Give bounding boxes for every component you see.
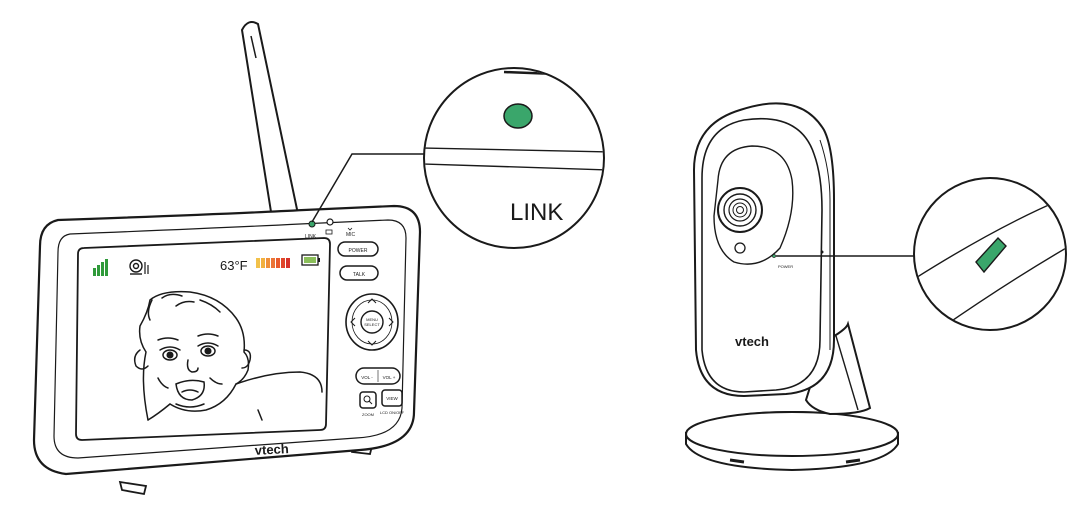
camera-small-label: POWER — [778, 264, 793, 269]
callout-link-label: LINK — [510, 199, 563, 226]
talk-button-label: TALK — [353, 272, 366, 278]
mic-hole — [326, 218, 334, 226]
power-button-label: POWER — [349, 248, 368, 254]
magnifier-icon — [363, 395, 373, 405]
right-arrow-icon[interactable] — [388, 317, 394, 327]
camera-lens — [717, 187, 763, 233]
temperature-gradient-bar — [256, 258, 290, 268]
small-arrow-icon — [347, 227, 353, 231]
volume-rocker[interactable]: VOL - VOL + — [355, 367, 401, 385]
zoom-caption: ZOOM — [362, 412, 374, 417]
menu-select-button[interactable]: MENU SELECT — [360, 310, 384, 334]
mic-indicator-label: MIC — [346, 232, 356, 238]
callout-circle — [423, 67, 605, 249]
camera-unit: POWER vtech — [685, 102, 899, 472]
menu-select-label-bottom: SELECT — [364, 322, 380, 327]
antenna — [240, 21, 300, 220]
up-arrow-icon[interactable] — [367, 298, 377, 304]
camera-side-dot — [820, 250, 824, 254]
callout-leader-line — [311, 153, 428, 223]
unit-foot-left — [118, 480, 148, 496]
camera-icon — [129, 259, 149, 275]
camera-indicator-icon — [325, 229, 333, 235]
down-arrow-icon[interactable] — [367, 340, 377, 346]
camera-light-sensor — [734, 242, 746, 254]
camera-face-plate — [713, 145, 794, 265]
menu-select-label-top: MENU — [366, 317, 378, 322]
zoom-button[interactable] — [359, 391, 377, 409]
unit-body-inner-edge — [53, 219, 407, 459]
left-arrow-icon[interactable] — [350, 317, 356, 327]
battery-icon — [301, 254, 320, 266]
power-button[interactable]: POWER — [337, 241, 379, 257]
screen: 63°F — [75, 237, 331, 441]
link-callout: LINK — [311, 67, 605, 249]
signal-bars-icon — [93, 259, 108, 276]
volume-up-label[interactable]: VOL + — [383, 375, 396, 380]
view-button[interactable]: VIEW — [381, 389, 403, 407]
camera-brand-logo: vtech — [735, 334, 769, 349]
camera-power-callout — [776, 177, 1067, 331]
parent-unit: 63°F — [32, 21, 422, 496]
talk-button[interactable]: TALK — [339, 265, 379, 281]
volume-down-label[interactable]: VOL - — [361, 375, 373, 380]
camera-stand — [804, 320, 872, 416]
parent-unit-brand-logo: vtech — [254, 441, 289, 458]
camera-power-led-enlarged — [975, 236, 1007, 274]
link-indicator-label: LINK — [305, 234, 317, 240]
temperature-readout: 63°F — [220, 258, 248, 273]
baby-illustration — [133, 290, 323, 421]
link-led-enlarged — [503, 103, 533, 129]
lcd-caption: LCD ON/OFF — [380, 410, 405, 415]
view-button-label: VIEW — [386, 396, 398, 401]
camera-power-led — [772, 254, 776, 258]
